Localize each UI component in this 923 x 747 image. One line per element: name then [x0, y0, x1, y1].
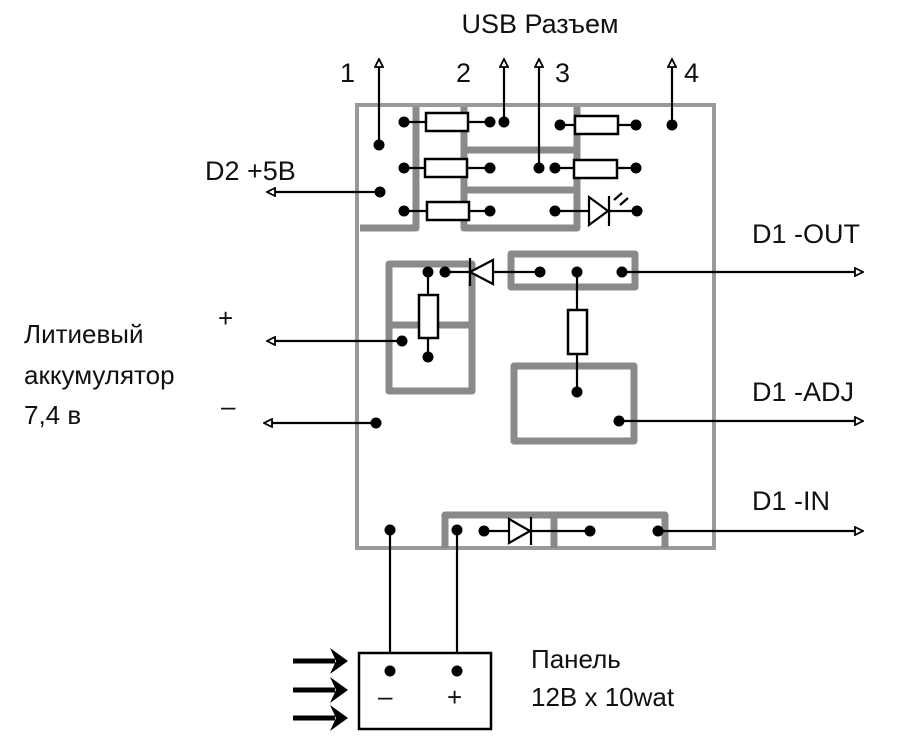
sunlight-arrows-icon [293, 648, 348, 731]
solder-point [398, 205, 410, 217]
solder-point [439, 266, 451, 278]
solder-point [549, 205, 561, 217]
solder-point [613, 415, 625, 427]
solder-point [484, 116, 496, 128]
solder-point [554, 119, 566, 131]
solder-point [384, 665, 396, 677]
panel-label-line1: Панель [531, 644, 621, 674]
diode-d3-icon [467, 258, 495, 286]
usb-pin-1-label: 1 [340, 58, 355, 88]
solder-point [630, 119, 642, 131]
led-icon [587, 194, 610, 228]
battery-plus-sign: + [218, 303, 233, 333]
solder-point [571, 266, 583, 278]
d2-5v-label: D2 +5B [205, 156, 296, 186]
trace-regulator-pad [510, 362, 638, 445]
battery-label-line3: 7,4 в [24, 400, 81, 430]
regulator-components [566, 272, 589, 392]
solder-point [571, 386, 583, 398]
solder-point [616, 266, 628, 278]
solder-point [384, 524, 396, 536]
resistor-r2 [423, 157, 469, 179]
trace-regulator-strip [507, 250, 639, 291]
solder-point [478, 525, 490, 537]
battery-minus-sign: – [221, 391, 236, 421]
usb-wires [379, 60, 672, 168]
solar-panel-box [357, 651, 493, 731]
resistor-r7 [566, 308, 589, 356]
panel-plus-sign: + [447, 682, 462, 712]
solder-point [549, 162, 561, 174]
solder-point [652, 525, 664, 537]
solder-point [451, 524, 463, 536]
solder-point [398, 162, 410, 174]
solder-point [373, 139, 385, 151]
usb-pin-4-label: 4 [684, 58, 699, 88]
usb-pin-2-label: 2 [456, 58, 471, 88]
usb-pin-3-label: 3 [555, 58, 570, 88]
d1-adj-label: D1 -ADJ [752, 377, 854, 407]
solder-point [533, 162, 545, 174]
solder-point [631, 205, 643, 217]
resistor-r5 [572, 158, 619, 180]
solder-point [374, 186, 386, 198]
d1-in-label: D1 -IN [752, 486, 830, 516]
solder-point [396, 335, 408, 347]
resistor-r4 [573, 114, 620, 136]
solder-point [498, 116, 510, 128]
panel-minus-sign: – [378, 681, 393, 711]
solder-point [630, 162, 642, 174]
solder-points [370, 116, 678, 677]
resistor-r1 [424, 111, 470, 133]
solder-point [484, 205, 496, 217]
solder-point [584, 525, 596, 537]
solder-point [398, 116, 410, 128]
resistor-bank-left [404, 111, 490, 222]
resistor-r3 [425, 200, 471, 222]
d1-out-label: D1 -OUT [752, 219, 860, 249]
solder-point [484, 162, 496, 174]
usb-connector-title: USB Разъем [461, 9, 618, 39]
battery-label-line2: аккумулятор [24, 360, 175, 390]
resistor-r6 [417, 293, 440, 340]
solder-point [666, 119, 678, 131]
middle-left-components [417, 258, 540, 357]
input-diode [484, 517, 590, 545]
diode-d4-icon [507, 517, 533, 545]
solder-point [370, 417, 382, 429]
battery-label-line1: Литиевый [24, 319, 144, 349]
solder-point [451, 665, 463, 677]
solder-point [422, 351, 434, 363]
resistor-bank-right [555, 114, 636, 228]
panel-label-line2: 12B x 10wat [531, 682, 675, 712]
solder-point [534, 266, 546, 278]
pcb-board-outline [355, 103, 716, 550]
trace-left-top [360, 107, 420, 232]
solder-point [422, 266, 434, 278]
